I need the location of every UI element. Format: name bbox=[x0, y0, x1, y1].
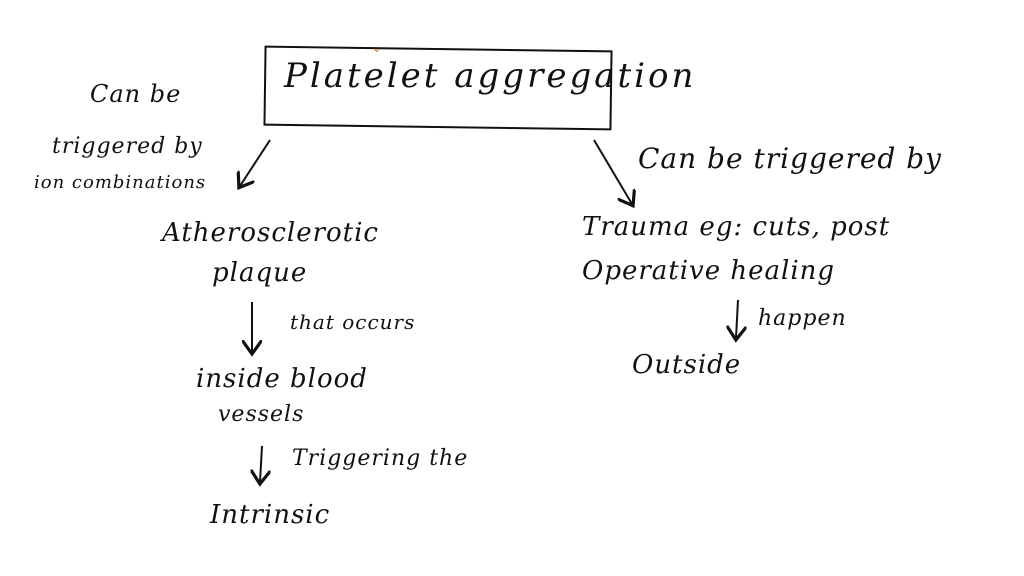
left-edge-label-line3: ion combinations bbox=[34, 172, 207, 193]
left-node1-line1: Atherosclerotic bbox=[162, 218, 379, 248]
left-edge-label-line2: triggered by bbox=[52, 134, 203, 159]
left-node2-line2: vessels bbox=[218, 402, 305, 427]
diagram-title: Platelet aggregation bbox=[284, 56, 697, 96]
left-edge3-label: Triggering the bbox=[292, 446, 469, 471]
right-node1-line1: Trauma eg: cuts, post bbox=[582, 212, 891, 242]
right-edge-label: Can be triggered by bbox=[638, 142, 942, 175]
left-edge-label-line1: Can be bbox=[90, 80, 182, 108]
arrow-title-to-left bbox=[240, 139, 271, 186]
right-edge2-label: happen bbox=[758, 306, 847, 331]
right-node2: Outside bbox=[632, 350, 742, 380]
caret-mark-icon: ⌄ bbox=[371, 40, 384, 56]
arrow-title-to-right bbox=[593, 139, 632, 204]
left-edge2-label: that occurs bbox=[290, 310, 416, 334]
left-node1-line2: plaque bbox=[212, 258, 308, 288]
arrow-vessels-down bbox=[260, 445, 262, 482]
arrow-healing-down bbox=[736, 299, 738, 338]
left-node2-line1: inside blood bbox=[196, 364, 368, 394]
left-node3: Intrinsic bbox=[210, 500, 331, 530]
right-node1-line2: Operative healing bbox=[582, 256, 836, 286]
